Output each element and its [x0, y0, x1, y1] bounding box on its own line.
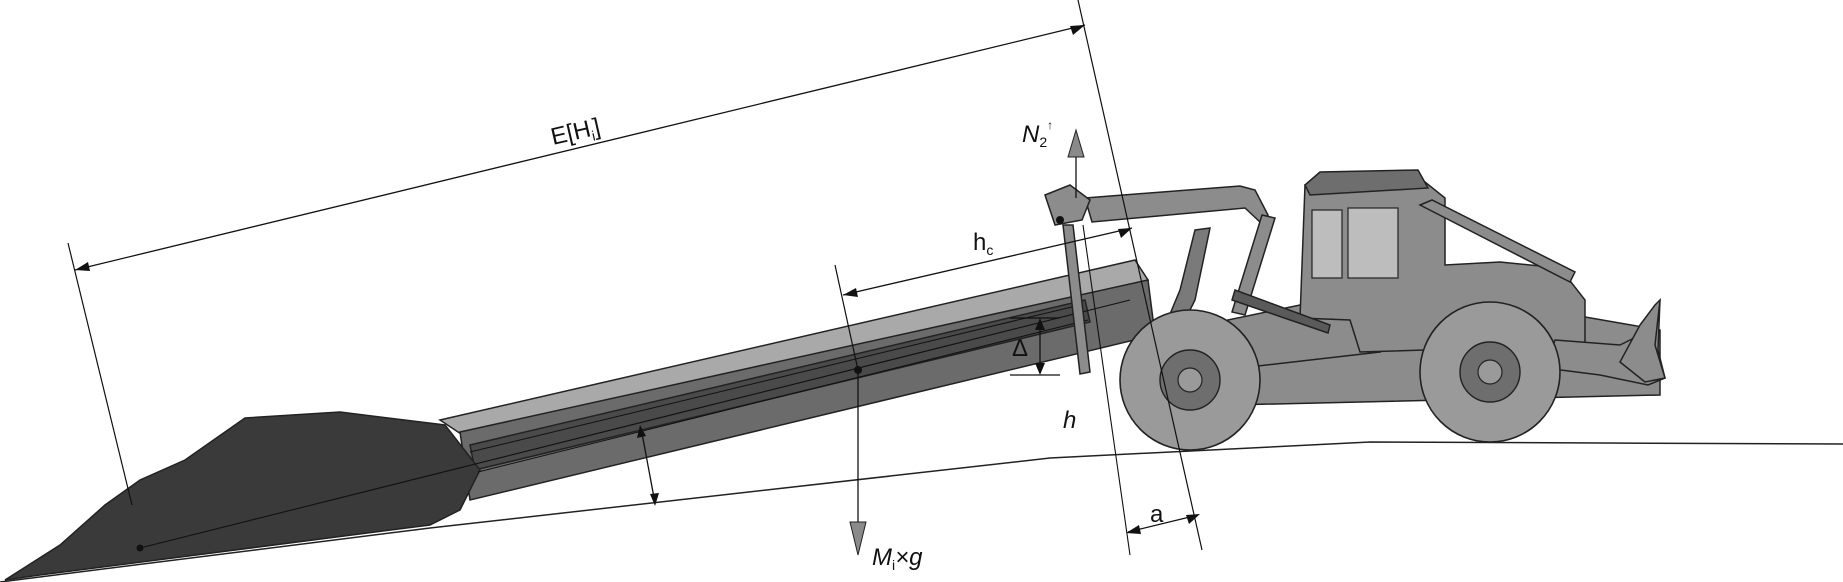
- cab-strut: [1418, 199, 1577, 284]
- blade-plate: [1619, 297, 1666, 383]
- front-wheel: [1419, 301, 1561, 443]
- log-inner-line: [469, 304, 1081, 453]
- weight-force-arrow: [849, 370, 867, 556]
- grapple-tine: [1062, 224, 1091, 375]
- label-normal-force: N2↑: [1022, 118, 1053, 150]
- h-reference-line: [1082, 224, 1131, 556]
- rear-wheel: [1119, 309, 1261, 451]
- ground-line: [0, 441, 1843, 582]
- log-bundle: [4, 259, 1156, 581]
- label-a: a: [1150, 501, 1164, 528]
- hc-dimension: [834, 227, 1133, 371]
- svg-text:E[Hi]: E[Hi]: [548, 113, 603, 152]
- cab-roof: [1304, 169, 1430, 196]
- cab-window-left: [1311, 209, 1343, 279]
- grapple-pin: [1056, 216, 1064, 224]
- log-butt-end: [4, 411, 481, 581]
- log-height-dimension: [637, 425, 659, 506]
- label-length: E[Hi]: [548, 113, 603, 152]
- normal-force-arrow: [1067, 128, 1085, 198]
- crane-boom: [1084, 185, 1269, 224]
- delta-dimension: [1010, 317, 1060, 376]
- a-dimension: [1126, 514, 1200, 534]
- chain-link: [1231, 289, 1331, 334]
- grapple-pivot: [1044, 184, 1091, 226]
- length-dimension: [67, 0, 1203, 551]
- label-hc: hc: [973, 229, 993, 258]
- cab-window-right: [1347, 207, 1399, 279]
- label-weight: Mi×g: [872, 544, 923, 573]
- log-inner-line-2: [477, 319, 1089, 473]
- label-h: h: [1063, 407, 1076, 434]
- log-axis-line: [139, 299, 1131, 549]
- crane-cylinder: [1231, 214, 1276, 316]
- label-delta: Δ: [1012, 335, 1028, 362]
- log-axis-point: [136, 544, 144, 552]
